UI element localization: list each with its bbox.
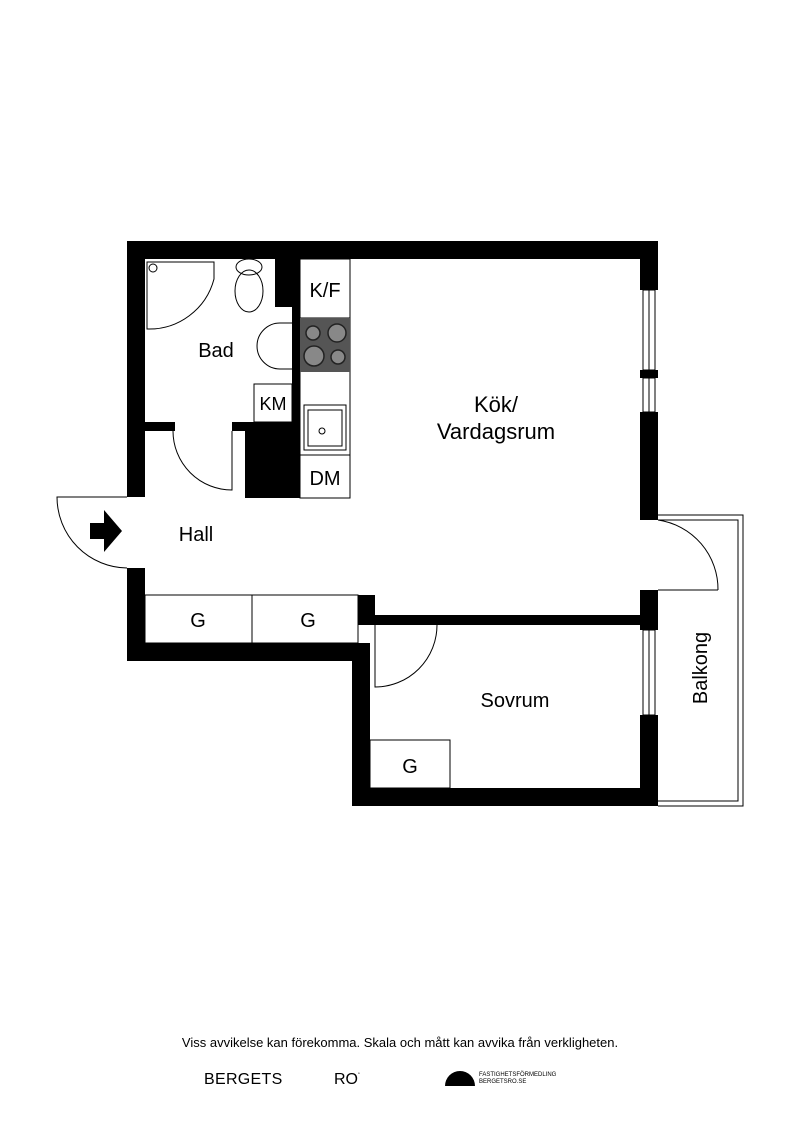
closet-label: G bbox=[402, 756, 418, 778]
entrance-arrow-icon bbox=[90, 510, 122, 552]
logo-ro-text: RO bbox=[334, 1071, 358, 1088]
logo-bergets: BERGETS bbox=[204, 1071, 283, 1088]
logo-mark: ˚ bbox=[358, 1073, 360, 1080]
closet-label: G bbox=[300, 610, 316, 632]
walls bbox=[127, 241, 658, 806]
room-label-kok: Kök/ bbox=[474, 392, 519, 417]
room-label-km: KM bbox=[260, 394, 287, 414]
agency-line1: FASTIGHETSFÖRMEDLING bbox=[479, 1071, 557, 1078]
room-label-kf: K/F bbox=[309, 280, 340, 302]
room-label-dm: DM bbox=[309, 468, 340, 490]
room-label-hall: Hall bbox=[179, 524, 213, 546]
fixtures bbox=[56, 258, 744, 807]
stove bbox=[300, 318, 350, 372]
room-label-vardagsrum: Vardagsrum bbox=[437, 419, 555, 444]
room-label-sovrum: Sovrum bbox=[481, 690, 550, 712]
disclaimer: Viss avvikelse kan förekomma. Skala och … bbox=[181, 1035, 619, 1050]
agency-logo: FASTIGHETSFÖRMEDLING BERGETSRO.SE bbox=[445, 1071, 556, 1086]
room-label-balkong: Balkong bbox=[690, 632, 712, 704]
closet-label: G bbox=[190, 610, 206, 632]
agency-line2: BERGETSRO.SE bbox=[479, 1078, 527, 1085]
dome-logo-icon bbox=[445, 1071, 475, 1086]
logo-ro: RO˚ bbox=[334, 1071, 360, 1089]
room-label-bad: Bad bbox=[198, 340, 234, 362]
